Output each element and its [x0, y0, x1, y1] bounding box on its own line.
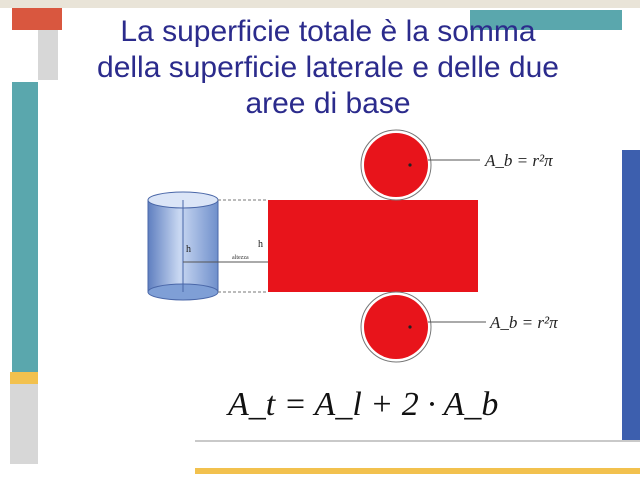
- cylinder: [147, 191, 219, 301]
- frame-teal-block-right: [470, 10, 622, 30]
- frame-bottom-yellow: [195, 468, 640, 474]
- frame-bottom-line: [195, 440, 640, 442]
- frame-yellow-strip: [10, 372, 38, 384]
- bottom-base-circle: [360, 291, 432, 363]
- rectangle-height-label: h: [258, 239, 263, 250]
- frame-red-block: [12, 8, 62, 30]
- small-height-caption: altezza: [232, 255, 249, 261]
- top-base-formula: A_b = r²π: [484, 151, 553, 170]
- total-area-formula: A_t = A_l + 2 · A_b: [226, 386, 498, 423]
- lateral-surface-rectangle: [268, 200, 478, 292]
- cylinder-height-label: h: [186, 244, 191, 255]
- frame-gray-strip: [10, 384, 38, 464]
- slide-title: La superficie totale è la somma della su…: [38, 14, 618, 122]
- title-line-2: della superficie laterale e delle due: [97, 51, 559, 84]
- frame-top-bar: [0, 0, 640, 8]
- bottom-base-formula: A_b = r²π: [489, 313, 558, 332]
- frame-right-blue: [622, 150, 640, 440]
- top-base-circle: [360, 129, 432, 201]
- frame-teal-block-left: [12, 82, 38, 372]
- title-line-1: La superficie totale è la somma: [120, 15, 536, 48]
- frame-gray-block: [38, 30, 58, 80]
- title-line-3: aree di base: [245, 87, 411, 120]
